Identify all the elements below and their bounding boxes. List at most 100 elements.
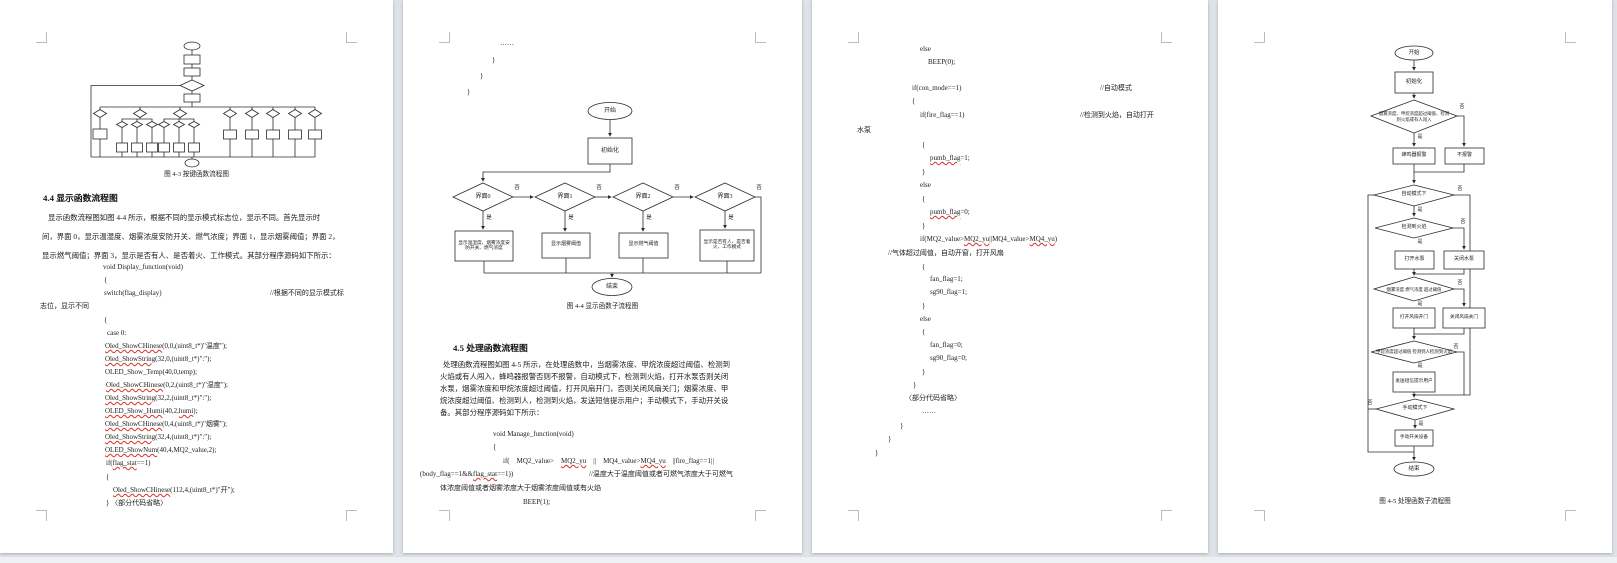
view-bottom-strip (0, 557, 1617, 563)
flowchart-yes-label: 是 (1418, 422, 1424, 428)
code-line: } (467, 88, 471, 96)
code-line: 体浓度阈值或者烟雾浓度大于烟雾浓度阈值或有火焰 (440, 484, 601, 492)
code-line: if(con_mode==1) (912, 84, 962, 92)
margin-mark (848, 510, 859, 521)
code-line: if(MQ2_value>MQ2_yu||MQ4_value>MQ4_yu) (920, 235, 1058, 243)
flowchart-decision-fire: 检测到火焰 (1401, 225, 1427, 231)
paragraph-line: 显示函数流程图如图 4-4 所示，根据不同的显示模式标志位，显示不同。首先显示时 (48, 213, 321, 222)
figure-4-3-key-function-flowchart (90, 41, 323, 168)
flowchart-decision-ui1: 界面1 (557, 193, 573, 200)
code-line: (body_flag==1&&flag_stat==1)) (420, 470, 514, 478)
flowchart-process-node: 打开风扇开门 (1399, 315, 1429, 321)
flowchart-decision-ui2: 界面2 (635, 193, 651, 200)
code-line: …… (500, 39, 514, 47)
code-line: } (492, 56, 496, 64)
flowchart-start-node: 开始 (1408, 49, 1420, 56)
code-line: …… (922, 407, 936, 415)
code-line: case 0: (107, 329, 127, 337)
flowchart-yes-label: 是 (1417, 302, 1423, 308)
code-line: BEEP(1); (523, 498, 551, 506)
flowchart-process-node: 关闭风扇关门 (1449, 315, 1479, 321)
flowchart-no-label: 否 (1457, 281, 1463, 287)
flowchart-no-label: 否 (1453, 345, 1459, 351)
paragraph-line: 备。其部分程序源码如下所示： (440, 408, 544, 417)
code-line: Oled_ShowCHinese(0,2,(uint8_t*)"湿度"); (106, 381, 228, 389)
flowchart-start-node: 开始 (603, 107, 616, 114)
page-2: ……}}} 开始 初始化 界面0 界面1 界面2 界面3 否 否 否 否 (403, 0, 802, 553)
figure-caption: 图 4-3 按键函数流程图 (164, 171, 229, 178)
code-line: else (920, 181, 931, 189)
flowchart-process-node: 打开水泵 (1404, 257, 1425, 263)
code-line: 志位，显示不同 (40, 302, 89, 310)
flowchart-yes-label: 是 (1417, 135, 1423, 141)
code-line: } (913, 381, 917, 389)
code-line: 〈部分代码省略〉 (905, 394, 961, 402)
code-line: OLED_ShowNum(40,4,MQ2_value,2); (105, 446, 217, 454)
flowchart-yes-label: 是 (486, 214, 492, 221)
code-line: { (922, 141, 926, 149)
paragraph-line: 水泵，烟雾浓度和甲烷浓度超过阈值，打开风扇开门，否则关闭风扇关门；烟雾浓度、甲 (440, 384, 729, 393)
flowchart-decision-ui0: 界面0 (475, 193, 491, 200)
margin-mark (439, 32, 450, 43)
code-line: //气体超过阈值，自动开窗，打开风扇 (888, 249, 1004, 257)
section-heading: 4.4 显示函数流程图 (43, 193, 118, 203)
flowchart-yes-label: 是 (646, 214, 652, 221)
paragraph-line: 显示燃气阈值；界面 3，显示是否有人、是否着火、工作模式。其部分程序源码如下所示… (42, 251, 336, 260)
flowchart-no-label: 否 (596, 184, 602, 191)
paragraph-line: 火焰或有人闯入，蜂鸣器报警否则不报警，自动模式下，检测到火焰，打开水泵否则关闭 (440, 372, 729, 381)
margin-mark (1254, 510, 1265, 521)
code-line: Oled_ShowString(32,2,(uint8_t*)":"); (105, 394, 212, 402)
code-line: if( MQ2_value> MQ2_yu || MQ4_value>MQ4_y… (503, 457, 714, 465)
code-line: //根据不同的显示模式标 (270, 289, 344, 297)
flowchart-yes-label: 是 (568, 214, 574, 221)
code-line: 水泵 (857, 126, 871, 134)
flowchart-decision-sms: 甲烷浓度超过阈值 检测到人检测到火焰 (1376, 349, 1452, 355)
flowchart-init-node: 初始化 (1405, 79, 1423, 86)
flowchart-yes-label: 是 (1417, 364, 1423, 370)
flowchart-process-node: 蜂鸣器报警 (1401, 153, 1427, 159)
code-line: fan_flag=1; (930, 275, 963, 283)
flowchart-process-node: 不报警 (1456, 153, 1472, 159)
flowchart-process-node: 手动开关设备 (1399, 435, 1429, 441)
code-line: void Manage_function(void) (493, 430, 574, 438)
flowchart-process-node: 显示温湿度、烟雾浓度安防开关、燃气浓度 (458, 240, 510, 251)
margin-mark (848, 32, 859, 43)
flowchart-process-node: 发送短信提示用户 (1395, 379, 1433, 385)
flowchart-decision-manual: 手动模式下 (1402, 406, 1428, 412)
flowchart-end-node: 结束 (605, 283, 618, 290)
flowchart-no-label: 否 (514, 184, 520, 191)
margin-mark (1161, 32, 1172, 43)
margin-mark (1254, 32, 1265, 43)
code-line: { (106, 473, 110, 481)
flowchart-process-node: 显示燃气阈值 (628, 242, 659, 248)
code-line: sg90_flag=1; (930, 288, 967, 296)
figure-4-4-display-subflowchart (452, 102, 762, 296)
code-line: BEEP(0); (928, 58, 956, 66)
code-line: { (922, 263, 926, 271)
margin-mark (346, 32, 357, 43)
flowchart-no-label: 否 (1460, 220, 1466, 226)
margin-mark (36, 510, 47, 521)
code-line: pumb_flag=0; (930, 208, 970, 216)
margin-mark (755, 32, 766, 43)
code-line: switch(flag_display) (104, 289, 162, 297)
code-line: else (920, 315, 931, 323)
flowchart-no-label: 否 (1457, 187, 1463, 193)
flowchart-yes-label: 是 (1417, 208, 1423, 214)
code-line: } (888, 435, 892, 443)
code-line: { (493, 443, 497, 451)
figure-4-5-manage-subflowchart (1367, 45, 1486, 477)
flowchart-decision-alarm: 烟雾浓度、甲烷浓度超过阈值、检测到火焰或有人闯入 (1378, 111, 1450, 122)
figure-caption: 图 4-5 处理函数子流程图 (1379, 498, 1451, 505)
code-line: Oled_ShowString(32,0,(uint8_t*)":"); (105, 355, 212, 363)
code-line: //温度大于温度阈值或者可燃气浓度大于可燃气 (589, 470, 733, 478)
flowchart-yes-label: 是 (728, 214, 734, 221)
margin-mark (439, 510, 450, 521)
code-line: Oled_ShowString(32,4,(uint8_t*)":"); (105, 433, 212, 441)
code-line: } (900, 422, 904, 430)
code-line: fan_flag=0; (930, 341, 963, 349)
code-line: Oled_ShowCHinese(0,4,(uint8_t*)"烟雾"); (105, 420, 227, 428)
margin-mark (1565, 32, 1576, 43)
